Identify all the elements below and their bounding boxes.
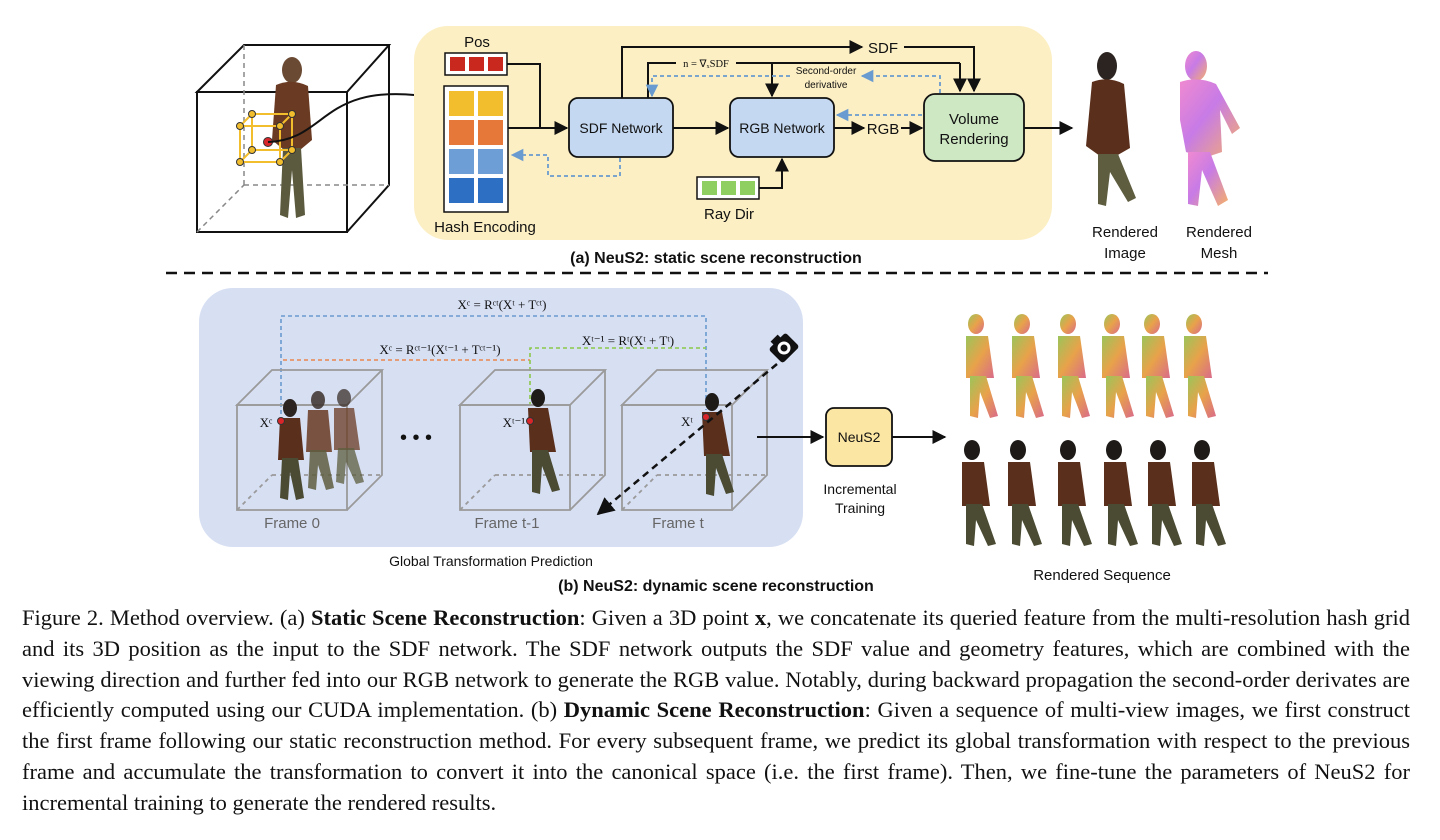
xc-label: Xᶜ	[260, 415, 273, 430]
equation-middle: Xᶜ = Rᶜᵗ⁻¹(Xᵗ⁻¹ + Tᶜᵗ⁻¹)	[379, 342, 500, 357]
caption-part-2: : Given a 3D point	[579, 605, 755, 630]
hash-encoding-label: Hash Encoding	[434, 219, 536, 236]
frame-t1-box	[457, 369, 608, 511]
rendered-image-label-2: Image	[1104, 245, 1146, 262]
frame-t-label: Frame t	[652, 515, 705, 532]
caption-part-4: : Given a sequence of multi-view images,…	[22, 697, 1410, 815]
global-transform-label: Global Transformation Prediction	[389, 553, 593, 569]
second-order-label-2: derivative	[805, 80, 848, 91]
rendered-mesh-person	[1180, 51, 1240, 206]
volume-rendering-label-2: Rendering	[939, 131, 1008, 148]
panel-b: Xᶜ = Rᶜᵗ(Xᵗ + Tᶜᵗ) Xᶜ = Rᶜᵗ⁻¹(Xᵗ⁻¹ + Tᶜᵗ…	[199, 288, 1226, 595]
caption-part-3: , we concatenate its queried feature fro…	[22, 605, 1411, 723]
equation-right: Xᵗ⁻¹ = Rᵗ(Xᵗ + Tᵗ)	[582, 333, 674, 348]
rgb-network-label: RGB Network	[739, 120, 826, 136]
equation-top: Xᶜ = Rᶜᵗ(Xᵗ + Tᶜᵗ)	[458, 297, 547, 312]
frame-t1-label: Frame t-1	[474, 515, 539, 532]
xt1-point	[526, 417, 534, 425]
frame-t-box	[619, 369, 770, 511]
panel-b-title: (b) NeuS2: dynamic scene reconstruction	[558, 578, 874, 595]
ray-dir-label: Ray Dir	[704, 206, 754, 223]
caption-part-1: Figure 2. Method overview. (a)	[22, 605, 311, 630]
method-overview-figure: Pos Hash Encoding SDF Network	[166, 26, 1268, 595]
frame-0-label: Frame 0	[264, 515, 320, 532]
incremental-label-2: Training	[835, 500, 885, 516]
rendered-mesh-label-2: Mesh	[1201, 245, 1238, 262]
rendered-sequence-images	[962, 440, 1226, 546]
volume-rendering-label-1: Volume	[949, 111, 999, 128]
panel-a: Pos Hash Encoding SDF Network	[194, 26, 1252, 267]
normal-formula: n = ∇ₓSDF	[683, 59, 729, 70]
frame-0-box	[234, 369, 385, 511]
incremental-label-1: Incremental	[823, 481, 896, 497]
caption-bold-static: Static Scene Reconstruction	[310, 605, 580, 630]
pos-encoding-vector	[444, 52, 508, 76]
panel-a-title: (a) NeuS2: static scene reconstruction	[570, 250, 862, 267]
rendered-mesh-label-1: Rendered	[1186, 224, 1252, 241]
input-cube-illustration	[194, 44, 440, 233]
frame-t1-person	[528, 389, 560, 494]
second-order-label-1: Second-order	[796, 66, 857, 77]
ray-dir-vector	[696, 176, 760, 200]
xt-label: Xᵗ	[681, 414, 693, 429]
rendered-image-person	[1086, 52, 1136, 206]
frame-t-person	[702, 393, 734, 496]
sdf-output-label: SDF	[868, 40, 898, 57]
xc-point	[277, 417, 285, 425]
figure-caption: Figure 2. Method overview. (a) Static Sc…	[22, 603, 1410, 819]
xt1-label: Xᵗ⁻¹	[503, 415, 526, 430]
rendered-sequence-label: Rendered Sequence	[1033, 567, 1171, 584]
hash-encoding-grid	[443, 85, 509, 213]
neus2-label: NeuS2	[838, 429, 881, 445]
caption-point-x: x	[754, 605, 767, 630]
sdf-network-label: SDF Network	[579, 120, 663, 136]
rendered-image-label-1: Rendered	[1092, 224, 1158, 241]
pos-label: Pos	[464, 34, 490, 51]
rendered-sequence-meshes	[966, 314, 1216, 418]
frame-0-people	[278, 389, 364, 500]
panel-b-background	[199, 288, 803, 547]
caption-bold-dynamic: Dynamic Scene Reconstruction	[563, 697, 865, 723]
xt-point	[702, 413, 710, 421]
frames-ellipsis: • • •	[400, 427, 432, 449]
camera-icon	[769, 333, 799, 363]
rgb-output-label: RGB	[867, 121, 900, 138]
